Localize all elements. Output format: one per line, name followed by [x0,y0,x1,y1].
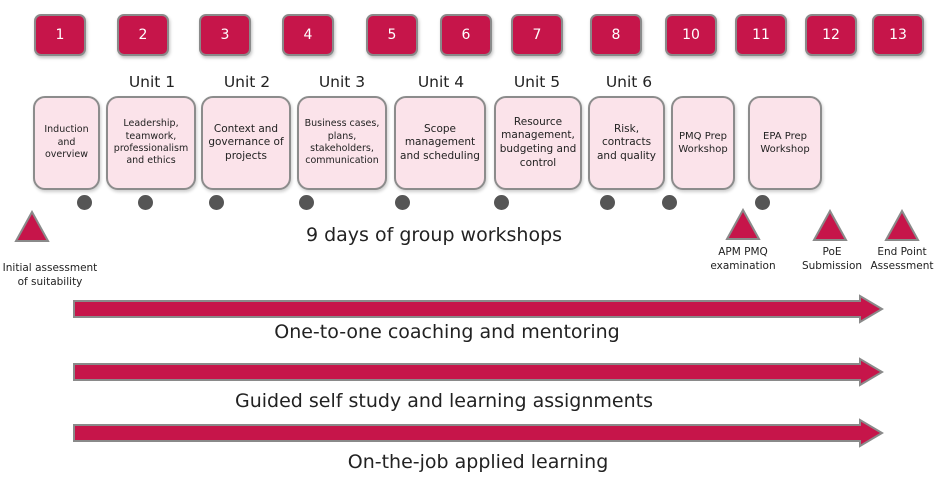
workshop-label: EPA Prep Workshop [760,131,810,155]
workshop-label: Context and governance of projects [208,122,284,162]
workshop-label: Resource management, budgeting and contr… [499,115,577,169]
stream-label-on-the-job: On-the-job applied learning [347,451,609,473]
workshop-pmq-prep: PMQ Prep Workshop [671,96,735,190]
unit-4-label: Unit 4 [417,73,465,91]
workshop-dot [77,195,92,210]
workshop-leadership: Leadership, teamwork, professionalism an… [106,96,196,190]
workshop-dot [209,195,224,210]
workshop-context: Context and governance of projects [201,96,291,190]
step-13: 13 [872,14,924,56]
workshop-label: Scope management and scheduling [400,122,480,162]
step-5: 5 [366,14,418,56]
step-12: 12 [805,14,857,56]
workshop-dot [600,195,615,210]
milestone-initial-label: Initial assessment of suitability [2,262,98,288]
workshop-epa-prep: EPA Prep Workshop [748,96,822,190]
step-11: 11 [735,14,787,56]
step-7: 7 [511,14,563,56]
workshop-dot [395,195,410,210]
step-3: 3 [199,14,251,56]
workshop-risk: Risk, contracts and quality [588,96,665,190]
step-4: 4 [282,14,334,56]
stream-arrow-coaching [73,294,884,324]
workshop-business-cases: Business cases, plans, stakeholders, com… [297,96,387,190]
workshop-label: Risk, contracts and quality [596,122,656,162]
workshop-induction: Induction and overview [33,96,100,190]
workshops-caption: 9 days of group workshops [305,224,563,246]
stream-label-coaching: One-to-one coaching and mentoring [274,321,620,343]
milestone-triangle-icon [14,210,50,242]
stream-label-self-study: Guided self study and learning assignmen… [235,390,653,412]
unit-2-label: Unit 2 [223,73,271,91]
workshop-resource: Resource management, budgeting and contr… [494,96,582,190]
milestone-epa-label: End Point Assessment [870,246,934,272]
workshop-label: Induction and overview [44,124,89,161]
milestone-poe-label: PoE Submission [801,246,863,272]
step-2: 2 [117,14,169,56]
unit-5-label: Unit 5 [513,73,561,91]
workshop-dot [299,195,314,210]
step-6: 6 [440,14,492,56]
milestone-triangle-icon [725,208,761,240]
workshop-scope: Scope management and scheduling [394,96,486,190]
unit-6-label: Unit 6 [605,73,653,91]
workshop-label: Leadership, teamwork, professionalism an… [113,118,189,167]
step-8: 8 [590,14,642,56]
unit-3-label: Unit 3 [318,73,366,91]
workshop-dot [755,195,770,210]
step-10: 10 [665,14,717,56]
stream-arrow-self-study [73,357,884,387]
milestone-triangle-icon [884,209,920,241]
stream-arrow-on-the-job [73,418,884,448]
step-1: 1 [34,14,86,56]
milestone-apm-label: APM PMQ examination [710,246,776,272]
milestone-triangle-icon [812,209,848,241]
workshop-label: PMQ Prep Workshop [678,131,728,155]
workshop-dot [662,195,677,210]
workshop-label: Business cases, plans, stakeholders, com… [304,118,380,167]
workshop-dot [138,195,153,210]
unit-1-label: Unit 1 [128,73,176,91]
workshop-dot [494,195,509,210]
